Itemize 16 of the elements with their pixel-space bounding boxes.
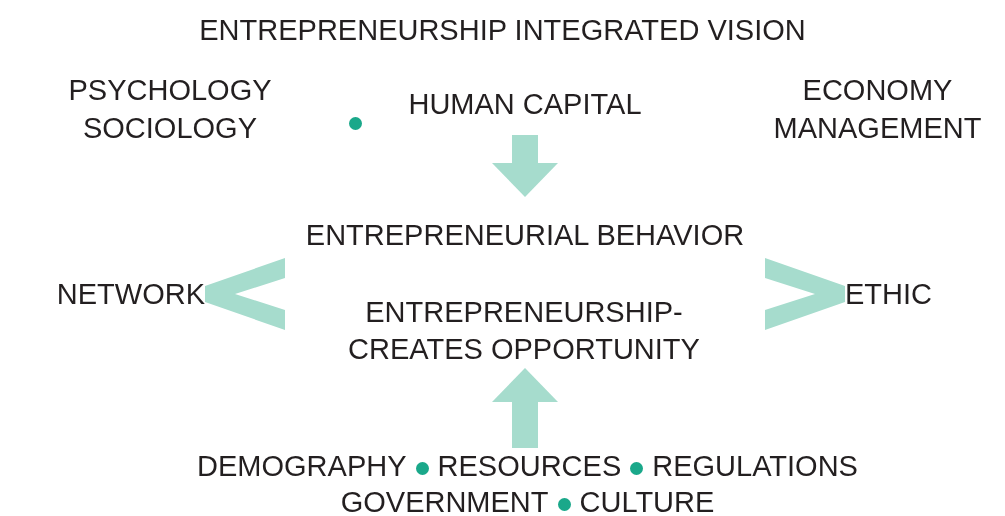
bullet-dot xyxy=(349,117,362,130)
node-label: ENTREPRENEURIAL BEHAVIOR xyxy=(260,197,790,255)
node-label: RESOURCES xyxy=(437,449,622,484)
node-label: ENTREPRENEURSHIP- CREATES OPPORTUNITY xyxy=(300,294,748,368)
node-label: GOVERNMENT xyxy=(340,485,549,516)
diagram-title: ENTREPRENEURSHIP INTEGRATED VISION xyxy=(198,13,807,48)
block-arrow xyxy=(492,368,558,448)
block-arrow xyxy=(492,135,558,197)
node-label: PSYCHOLOGY SOCIOLOGY xyxy=(40,71,300,151)
node-label: HUMAN CAPITAL xyxy=(370,85,680,135)
node-label: CULTURE xyxy=(579,485,715,516)
node-label: DEMOGRAPHY xyxy=(197,449,407,484)
node-label: REGULATIONS xyxy=(652,449,858,484)
node-label: ETHIC xyxy=(845,275,932,313)
node-label: ECONOMY MANAGEMENT xyxy=(750,71,1005,151)
node-label: NETWORK xyxy=(56,275,205,313)
